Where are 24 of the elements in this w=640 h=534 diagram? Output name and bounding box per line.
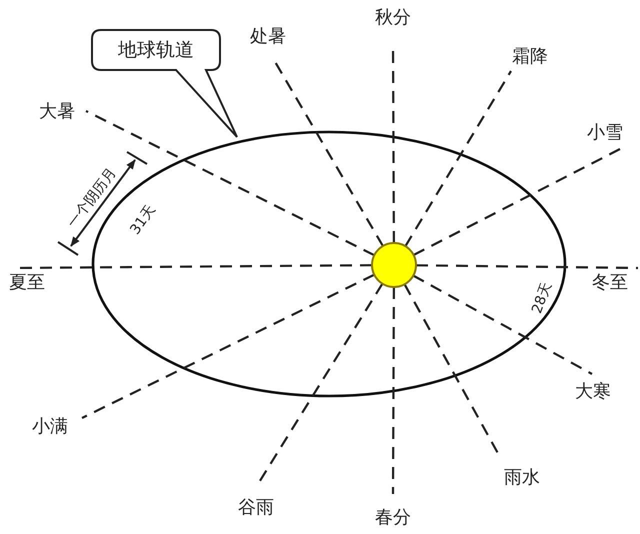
dashed-line (416, 264, 638, 270)
term-label: 谷雨 (238, 497, 274, 519)
term-label: 夏至 (9, 272, 45, 294)
dashed-line (413, 147, 622, 256)
term-label: 雨水 (504, 467, 540, 489)
speech-bubble: 地球轨道 (91, 29, 239, 139)
sun-circle (371, 242, 417, 288)
term-label: 大寒 (575, 381, 611, 403)
dashed-line (404, 70, 512, 247)
term-label: 春分 (375, 507, 411, 529)
duration-label: 28天 (529, 280, 555, 316)
dashed-line (412, 274, 593, 375)
dashed-line (86, 110, 375, 256)
term-label: 处暑 (250, 26, 286, 48)
dimension-text: 一个阴历月 (64, 165, 120, 231)
term-label: 小雪 (587, 122, 623, 144)
term-label: 霜降 (512, 46, 548, 68)
dashed-line (82, 274, 375, 419)
term-label: 大暑 (39, 101, 75, 123)
term-label: 冬至 (592, 272, 628, 294)
term-label: 秋分 (375, 7, 411, 29)
term-label: 小满 (32, 416, 68, 438)
dashed-line (392, 287, 395, 494)
duration-label: 31天 (127, 202, 159, 238)
